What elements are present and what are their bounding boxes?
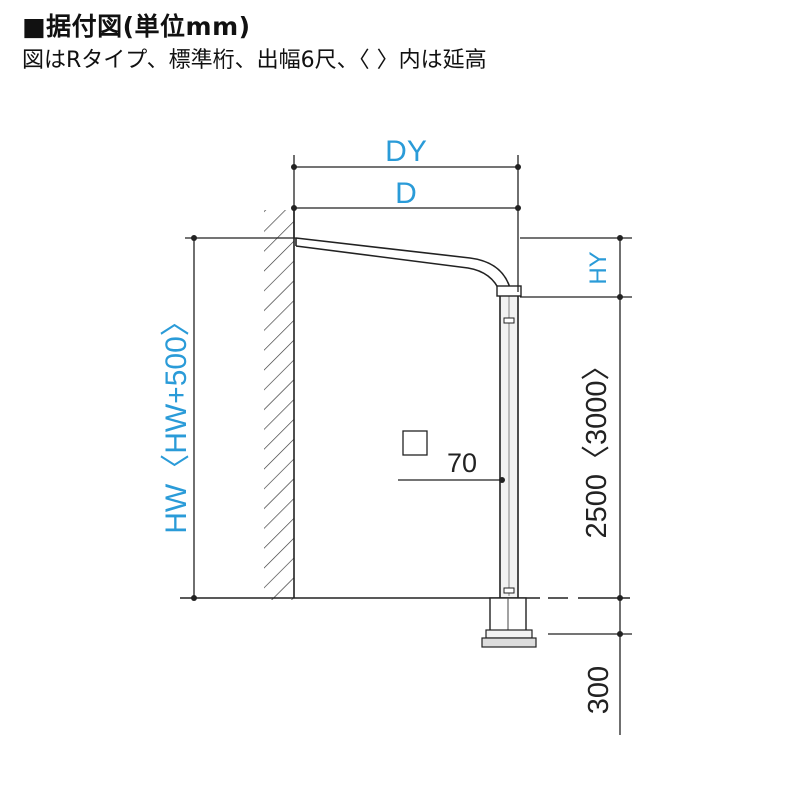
hw-dimension-lines	[185, 235, 296, 601]
dimension-label-post-size: 70	[447, 448, 477, 478]
dimension-label-post-height: 2500〈3000〉	[581, 351, 613, 538]
dimension-label-dy: DY	[385, 135, 427, 168]
figure-subtitle: 図はRタイプ、標準桁、出幅6尺、〈 〉内は延高	[22, 48, 487, 73]
dimension-label-hw: HW〈HW+500〉	[160, 306, 193, 534]
post-size-leader	[398, 430, 502, 481]
support-post	[496, 285, 522, 599]
dimension-label-d: D	[395, 177, 417, 210]
figure-header: ■据付図(単位mm) 図はRタイプ、標準桁、出幅6尺、〈 〉内は延高	[22, 8, 487, 76]
width-dimension-lines	[291, 155, 521, 292]
post-footing	[481, 597, 537, 648]
right-dimension-lines	[520, 235, 632, 735]
figure-title: ■据付図(単位mm)	[22, 12, 251, 41]
dimension-label-hy: HY	[585, 251, 612, 284]
dimension-label-footing-depth: 300	[583, 666, 615, 714]
wall	[264, 210, 295, 600]
roof-beam	[295, 237, 517, 293]
